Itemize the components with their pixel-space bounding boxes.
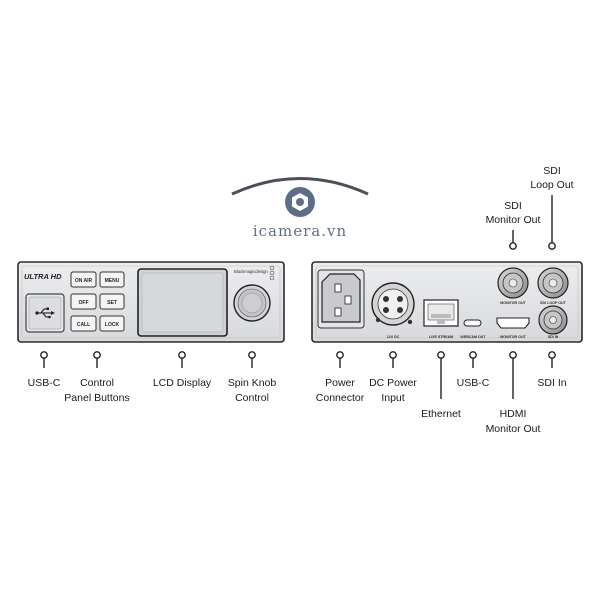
port-label: MONITOR OUT [500, 335, 526, 339]
callout-label-sdi-monitor-out-line2: Monitor Out [486, 214, 541, 226]
callout-label-dc-power-line2: Input [381, 392, 404, 404]
button-menu[interactable] [99, 271, 125, 288]
callout-label-control-buttons-line2: Panel Buttons [64, 392, 129, 404]
usb-icon [35, 307, 55, 319]
callout-usb-c-front [40, 351, 48, 368]
control-panel-buttons: ON AIR MENU OFF SET CALL LOCK [70, 271, 125, 332]
port-label: SDI LOOP OUT [540, 301, 566, 305]
callout-sdi-in [548, 351, 556, 368]
port-label: MONITOR OUT [500, 301, 526, 305]
port-label: WEBCAM OUT [460, 335, 486, 339]
sdi-in-bnc [538, 305, 568, 335]
callout-label-power-connector-line2: Connector [316, 392, 365, 404]
button-on-air[interactable] [70, 271, 97, 288]
brand-label: Blackmagicdesign [234, 269, 268, 274]
callout-label-control-buttons-line1: Control [80, 377, 114, 389]
spin-knob[interactable] [233, 284, 271, 322]
button-label: LOCK [105, 322, 120, 328]
button-label: MENU [105, 278, 120, 284]
callout-label-hdmi-line2: Monitor Out [486, 423, 541, 435]
callout-dc-power [389, 351, 397, 368]
hdmi-port [496, 317, 530, 329]
button-label: CALL [77, 322, 90, 328]
callout-sdi-monitor-out [509, 230, 517, 250]
port-label: SDI IN [548, 335, 559, 339]
callout-label-dc-power-line1: DC Power [369, 377, 417, 389]
button-label: ON AIR [75, 278, 93, 284]
ethernet-port [423, 299, 459, 327]
callout-label-usb-c-rear: USB-C [457, 377, 490, 389]
button-lock[interactable] [99, 315, 125, 332]
callout-label-spin-knob-line2: Control [235, 392, 269, 404]
callout-label-ethernet: Ethernet [421, 408, 461, 420]
callout-label-power-connector-line1: Power [325, 377, 355, 389]
callout-label-sdi-loop-out-line2: Loop Out [530, 179, 573, 191]
button-off[interactable] [70, 293, 97, 310]
button-label: OFF [79, 300, 89, 306]
watermark-arc [231, 177, 369, 196]
callout-label-spin-knob-line1: Spin Knob [228, 377, 277, 389]
rear-usb-c-port [463, 319, 482, 327]
watermark-text: icamera.vn [253, 222, 347, 240]
ultrahd-logo: ULTRA HD [24, 272, 62, 281]
button-label: SET [107, 300, 117, 306]
callout-label-sdi-monitor-out-line1: SDI [504, 200, 522, 212]
callout-label-sdi-in: SDI In [537, 377, 566, 389]
button-call[interactable] [70, 315, 97, 332]
callout-spin-knob [248, 351, 256, 368]
dc-power-xlr-port [371, 282, 415, 326]
callout-ethernet [437, 351, 445, 399]
callout-usb-c-rear [469, 351, 477, 368]
callout-label-lcd-display: LCD Display [153, 377, 212, 389]
callout-lcd-display [178, 351, 186, 368]
sdi-loop-out-bnc [537, 267, 569, 299]
callout-label-sdi-loop-out-line1: SDI [543, 165, 561, 177]
front-usb-c-port [25, 293, 65, 333]
port-label: LIVE STREAM [429, 335, 453, 339]
callout-control-buttons [93, 351, 101, 368]
callout-label-hdmi-line1: HDMI [500, 408, 527, 420]
power-connector [317, 269, 365, 329]
button-set[interactable] [99, 293, 125, 310]
watermark: icamera.vn [231, 177, 369, 240]
port-label: 12V DC [387, 335, 400, 339]
callout-sdi-loop-out [548, 195, 556, 250]
sdi-monitor-out-bnc [497, 267, 529, 299]
callout-power-connector [336, 351, 344, 368]
front-panel: ULTRA HD ON AIR MENU OFF [17, 261, 285, 343]
callout-hdmi-monitor-out [509, 351, 517, 399]
rear-panel: 12V DC LIVE STREAM WEBCAM OUT MONITOR OU… [311, 261, 583, 343]
callout-label-usb-c-front: USB-C [28, 377, 61, 389]
